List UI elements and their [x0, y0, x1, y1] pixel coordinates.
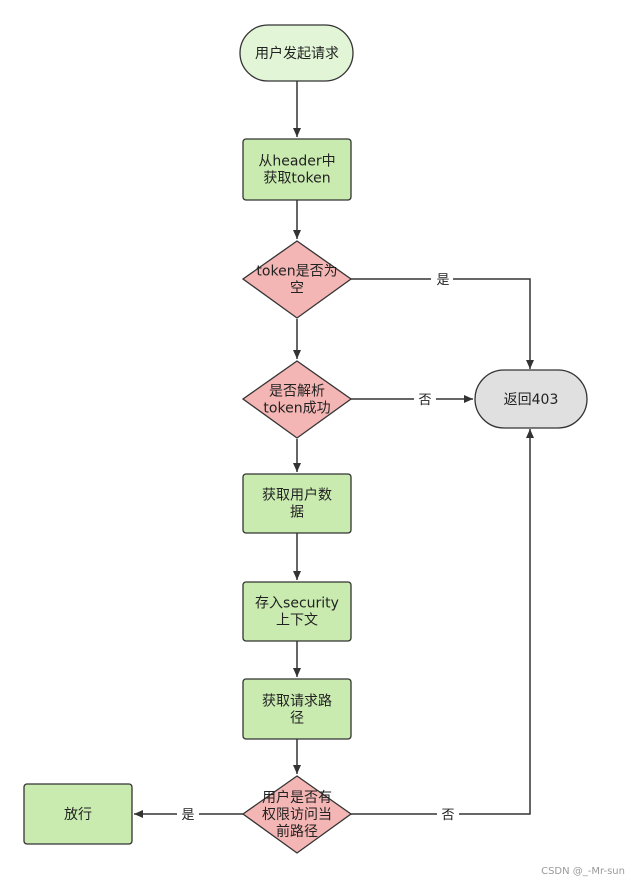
node-label-line: token成功 — [263, 401, 330, 417]
start-node-label: 用户发起请求 — [255, 45, 339, 62]
node-label-line: 获取用户数 — [262, 487, 332, 504]
node-label-line: 上下文 — [276, 613, 318, 629]
node-label-line: 获取token — [263, 171, 330, 187]
allow-node — [23, 783, 133, 845]
node-label-line: 用户是否有 — [262, 789, 332, 806]
node-label-line: 是否解析 — [269, 384, 325, 400]
return-403-node — [474, 369, 588, 429]
node-label-line: 返回403 — [504, 392, 559, 408]
node-label-line: 获取请求路 — [262, 694, 332, 710]
node-label-line: 从header中 — [258, 154, 335, 170]
token-empty-decision — [241, 240, 353, 319]
start-node — [239, 24, 354, 82]
edge-label-perm-yes: 是 — [181, 808, 194, 823]
node-label-line: 前路径 — [276, 823, 318, 840]
edge-label-token-empty-yes: 是 — [436, 273, 449, 288]
permission-decision — [241, 775, 353, 854]
edge-label-parse-no: 否 — [418, 393, 431, 408]
get-token-node — [242, 138, 352, 201]
node-label-line: 存入security — [255, 596, 339, 612]
watermark: CSDN @_-Mr-sun — [541, 866, 625, 877]
store-context-node — [242, 581, 352, 642]
allow-node-label: 放行 — [64, 807, 92, 823]
get-user-node — [242, 473, 352, 534]
parse-token-decision — [241, 360, 353, 439]
get-path-node — [242, 678, 352, 740]
node-label-line: 径 — [290, 711, 304, 727]
node-label-line: 放行 — [64, 807, 92, 823]
return-403-node-label: 返回403 — [504, 392, 559, 408]
edge-label-perm-no: 否 — [441, 808, 454, 823]
edge-token-empty-yes — [351, 278, 534, 369]
node-label-line: 空 — [290, 281, 304, 297]
node-label-line: 用户发起请求 — [255, 45, 339, 62]
edge-perm-no — [351, 429, 534, 815]
node-label-line: 权限访问当 — [262, 807, 332, 823]
node-label-line: token是否为 — [256, 264, 337, 280]
node-label-line: 据 — [290, 505, 304, 521]
